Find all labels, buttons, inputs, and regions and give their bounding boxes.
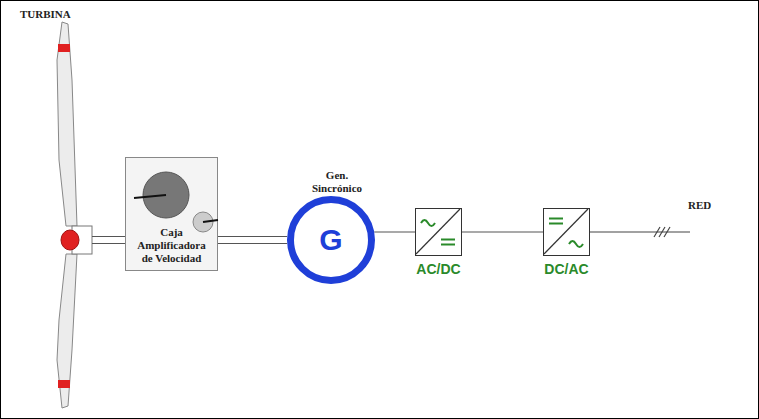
text-label: TURBINA — [20, 8, 71, 21]
ac-symbol — [421, 220, 435, 226]
phase-mark — [654, 227, 660, 237]
phase-mark — [664, 227, 670, 237]
text-label: RED — [688, 199, 711, 212]
blade — [57, 254, 77, 408]
converter-box: AC/DC — [415, 208, 462, 256]
node-text: Caja Amplificadora de Velocidad — [126, 226, 217, 265]
grid-line — [590, 231, 690, 232]
blade-mark — [58, 44, 70, 52]
blade — [57, 22, 77, 226]
generator-circle: Gen. SincrónicoG — [287, 196, 375, 284]
diagonal — [416, 209, 460, 254]
connector-line — [218, 237, 287, 244]
connector-line — [462, 231, 543, 232]
gearbox-box: Caja Amplificadora de Velocidad — [125, 157, 218, 271]
converter-symbol — [416, 209, 461, 255]
converter-symbol — [544, 209, 589, 255]
converter-box: DC/AC — [543, 208, 590, 256]
node-heading: Gen. Sincrónico — [301, 169, 373, 195]
diagonal — [544, 209, 588, 254]
shaft — [92, 236, 125, 237]
ac-symbol — [569, 241, 583, 247]
gear-shaft — [134, 195, 166, 198]
converter-label: DC/AC — [544, 261, 588, 277]
dc-symbol — [441, 240, 455, 245]
gear-shaft — [203, 220, 218, 222]
generator-letter: G — [287, 223, 375, 257]
hub-nose — [61, 230, 79, 250]
connector-line — [374, 231, 415, 232]
dc-symbol — [549, 219, 563, 224]
shaft — [92, 243, 125, 244]
phase-mark — [659, 227, 665, 237]
converter-label: AC/DC — [416, 261, 460, 277]
blade-mark — [58, 380, 70, 388]
